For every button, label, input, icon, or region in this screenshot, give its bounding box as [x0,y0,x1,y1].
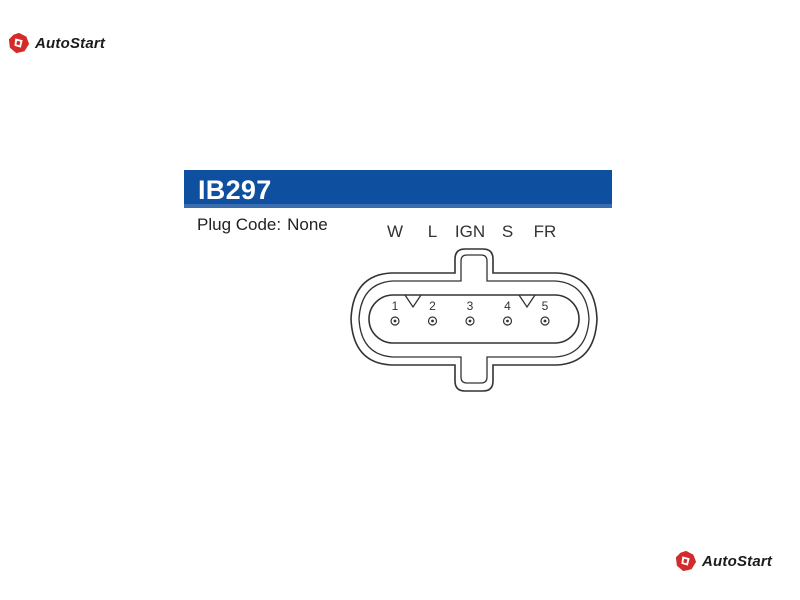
terminal-pin [427,316,438,326]
terminal-pin [465,316,475,326]
terminal-number: 3 [467,299,474,313]
keying-notch-right [518,294,536,309]
connector-housing-outer [350,248,598,392]
terminal-pin-center [393,319,397,323]
title-bar-shadow [184,204,612,208]
terminal-pin [502,316,513,326]
brand-logo-top: AutoStart [8,32,105,54]
plug-code-line: Plug Code: None [197,215,328,235]
brand-name: AutoStart [702,552,773,570]
plug-code-label: Plug Code: [197,215,282,234]
terminal-pin-center [468,319,472,323]
terminal-number: 2 [429,299,436,313]
terminal-pin-center [431,319,434,323]
terminal-label: L [428,222,437,241]
terminal-number: 4 [504,299,511,313]
terminal-number: 5 [542,299,549,313]
connector-diagram: W L IGN S FR 1 2 3 4 5 [350,222,598,392]
autostart-logo-icon [8,32,30,54]
part-title-bar: IB297 [184,170,612,208]
brand-name: AutoStart [35,34,106,52]
terminal-label: W [387,222,403,241]
brand-logo-bottom: AutoStart [675,550,772,572]
terminal-label: FR [534,222,557,241]
terminal-pin-center [543,319,547,323]
terminal-pin [540,316,550,326]
terminal-pin-center [506,319,509,323]
keying-notch-left [404,294,422,309]
connector-cavity [368,294,580,344]
terminal-label: S [502,222,513,241]
plug-code-value: None [287,215,328,234]
terminal-number: 1 [392,299,399,313]
terminal-pin [390,316,400,326]
terminal-label: IGN [455,222,485,241]
part-number-title: IB297 [198,175,272,205]
connector-housing-inner-outline [358,254,590,384]
autostart-logo-icon [675,550,697,572]
